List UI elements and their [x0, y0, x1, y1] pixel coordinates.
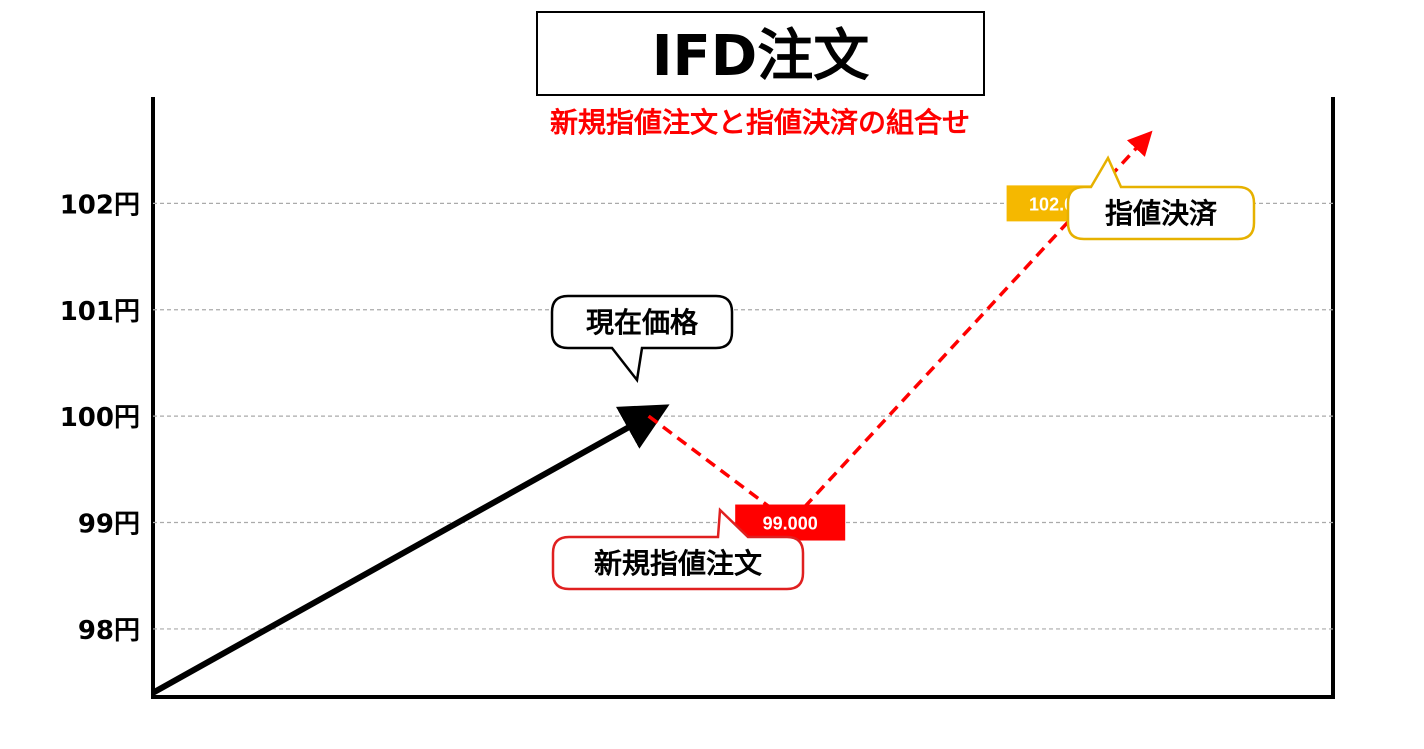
callout-bubble [551, 507, 805, 591]
callout-bubble [550, 294, 734, 384]
actual-price-path [151, 404, 670, 696]
title-box: IFD注文 [536, 11, 985, 96]
callout-2: 指値決済 [1066, 155, 1256, 241]
price-tag-background [735, 504, 846, 541]
callout-0: 現在価格 [550, 294, 734, 384]
y-axis-tick-labels: 98円 99円 100円 101円 102円 [60, 190, 140, 646]
price-paths [151, 130, 1153, 696]
callout-label: 新規指値注文 [594, 547, 762, 580]
price-tag-99.000: 99.000 [735, 504, 846, 541]
page-title: IFD注文 [652, 24, 870, 89]
callout-label: 現在価格 [586, 306, 699, 339]
callout-bubble [1066, 155, 1256, 241]
y-tick-label: 99円 [78, 510, 140, 540]
price-tag-label: 99.000 [763, 514, 818, 534]
y-tick-label: 102円 [60, 190, 140, 220]
callout-1: 新規指値注文 [551, 507, 805, 591]
y-tick-label: 98円 [78, 616, 140, 646]
planned-price-path [647, 130, 1153, 525]
y-tick-label: 101円 [60, 297, 140, 327]
y-tick-label: 100円 [60, 403, 140, 433]
plot-frame [151, 97, 1335, 699]
callout-label: 指値決済 [1105, 197, 1218, 230]
subtitle: 新規指値注文と指値決済の組合せ [550, 106, 970, 139]
